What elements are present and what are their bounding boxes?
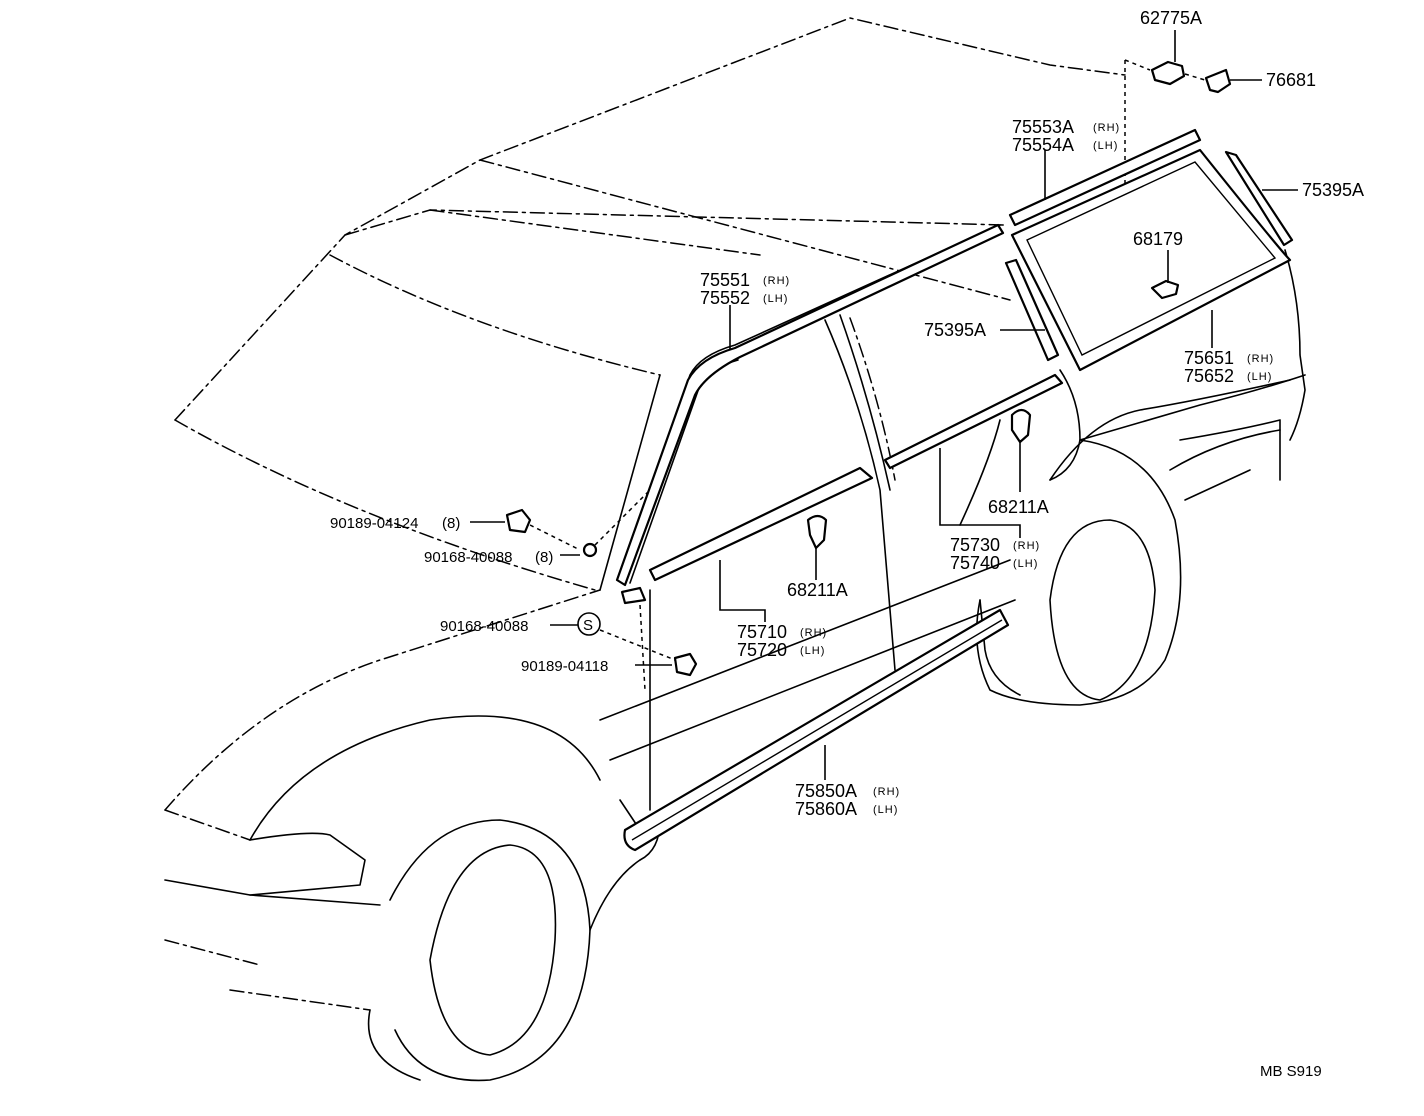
clip-68211a-rear <box>1010 408 1032 444</box>
labels: 62775A 76681 75553A (RH) 75554A (LH) 753… <box>330 8 1364 1080</box>
roof-drip-front <box>615 223 1005 587</box>
label-75552-side: (LH) <box>763 293 788 305</box>
label-75730-side: (RH) <box>1013 540 1040 552</box>
label-75710-side: (RH) <box>800 627 827 639</box>
label-75651-side: (RH) <box>1247 353 1274 365</box>
quarter-window-moulding <box>1010 148 1292 372</box>
clip-62775a <box>1150 60 1186 86</box>
diagram-code: MB S919 <box>1260 1063 1322 1080</box>
label-75651: 75651 <box>1184 348 1234 368</box>
label-75720-side: (LH) <box>800 645 825 657</box>
label-68179: 68179 <box>1133 229 1183 249</box>
label-76681: 76681 <box>1266 70 1316 90</box>
label-75554a: 75554A <box>1012 135 1074 155</box>
label-75554a-side: (LH) <box>1093 140 1118 152</box>
parts <box>505 59 1294 852</box>
label-75720: 75720 <box>737 640 787 660</box>
strip-75395a-rear <box>1224 150 1294 247</box>
label-75850a: 75850A <box>795 781 857 801</box>
bracket-76681 <box>1204 68 1232 94</box>
label-s-symbol: S <box>583 617 593 634</box>
s-symbol-circle <box>577 612 601 636</box>
belt-moulding-front <box>648 466 874 582</box>
label-75552: 75552 <box>700 288 750 308</box>
clip-68179 <box>1150 279 1180 300</box>
label-62775a: 62775A <box>1140 8 1202 28</box>
screw-90168-40088 <box>582 542 598 558</box>
label-68211a-rear: 68211A <box>988 497 1049 517</box>
label-75860a-side: (LH) <box>873 804 898 816</box>
label-75553a: 75553A <box>1012 117 1074 137</box>
label-75551-side: (RH) <box>763 275 790 287</box>
clip-90189-04118 <box>673 652 698 677</box>
label-75652: 75652 <box>1184 366 1234 386</box>
label-75860a: 75860A <box>795 799 857 819</box>
label-75740-side: (LH) <box>1013 558 1038 570</box>
label-75850a-side: (RH) <box>873 786 900 798</box>
label-90189-04124: 90189-04124 <box>330 515 418 532</box>
leader-lines <box>470 30 1298 780</box>
label-75551: 75551 <box>700 270 750 290</box>
strip-75395a-front <box>1004 258 1060 362</box>
label-75730: 75730 <box>950 535 1000 555</box>
label-75395a-rear: 75395A <box>1302 180 1364 200</box>
belt-moulding-rear <box>883 373 1064 470</box>
label-90189-04124-qty: (8) <box>442 515 460 532</box>
label-90168-40088-a-qty: (8) <box>535 549 553 566</box>
label-75553a-side: (RH) <box>1093 122 1120 134</box>
roof-drip-rear <box>1008 128 1202 227</box>
label-68211a-front: 68211A <box>787 580 848 600</box>
clip-68211a-front <box>806 514 828 550</box>
label-90168-40088-a: 90168-40088 <box>424 549 512 566</box>
label-90168-40088-b: 90168-40088 <box>440 618 528 635</box>
label-75710: 75710 <box>737 622 787 642</box>
vehicle-outline <box>164 17 1306 1082</box>
label-75652-side: (LH) <box>1247 371 1272 383</box>
label-75740: 75740 <box>950 553 1000 573</box>
clip-90189-04124 <box>505 508 532 534</box>
label-75395a-front: 75395A <box>924 320 986 340</box>
label-90189-04118: 90189-04118 <box>521 658 608 675</box>
